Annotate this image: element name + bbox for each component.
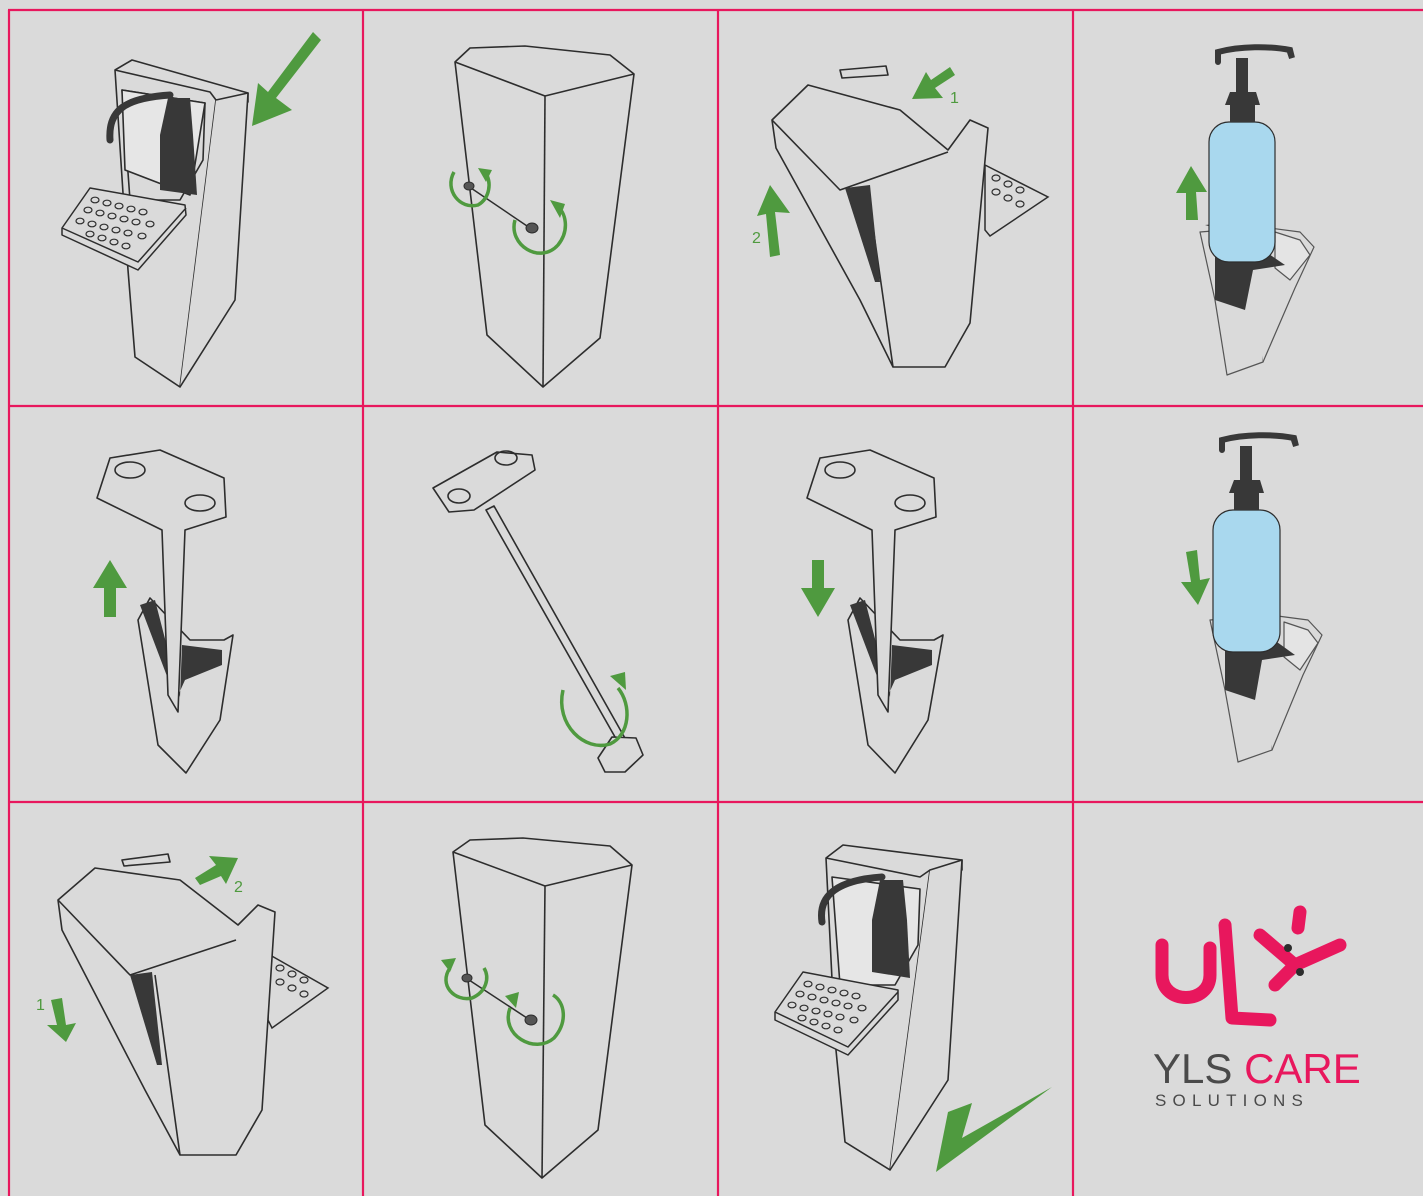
brand-name-yls: YLS	[1153, 1045, 1244, 1092]
logo-dot	[1296, 968, 1304, 976]
brand-name: YLS CARE	[1153, 1045, 1361, 1092]
arrow-label-1: 1	[950, 90, 959, 107]
arrow-label-2: 2	[752, 230, 761, 247]
pump-head-dark	[872, 880, 910, 978]
arrow-label-1: 1	[36, 997, 45, 1014]
brand-tagline: SOLUTIONS	[1155, 1091, 1309, 1110]
brand-name-care: CARE	[1244, 1045, 1361, 1092]
arrow-label-2: 2	[234, 879, 243, 896]
logo-dot	[1284, 944, 1292, 952]
